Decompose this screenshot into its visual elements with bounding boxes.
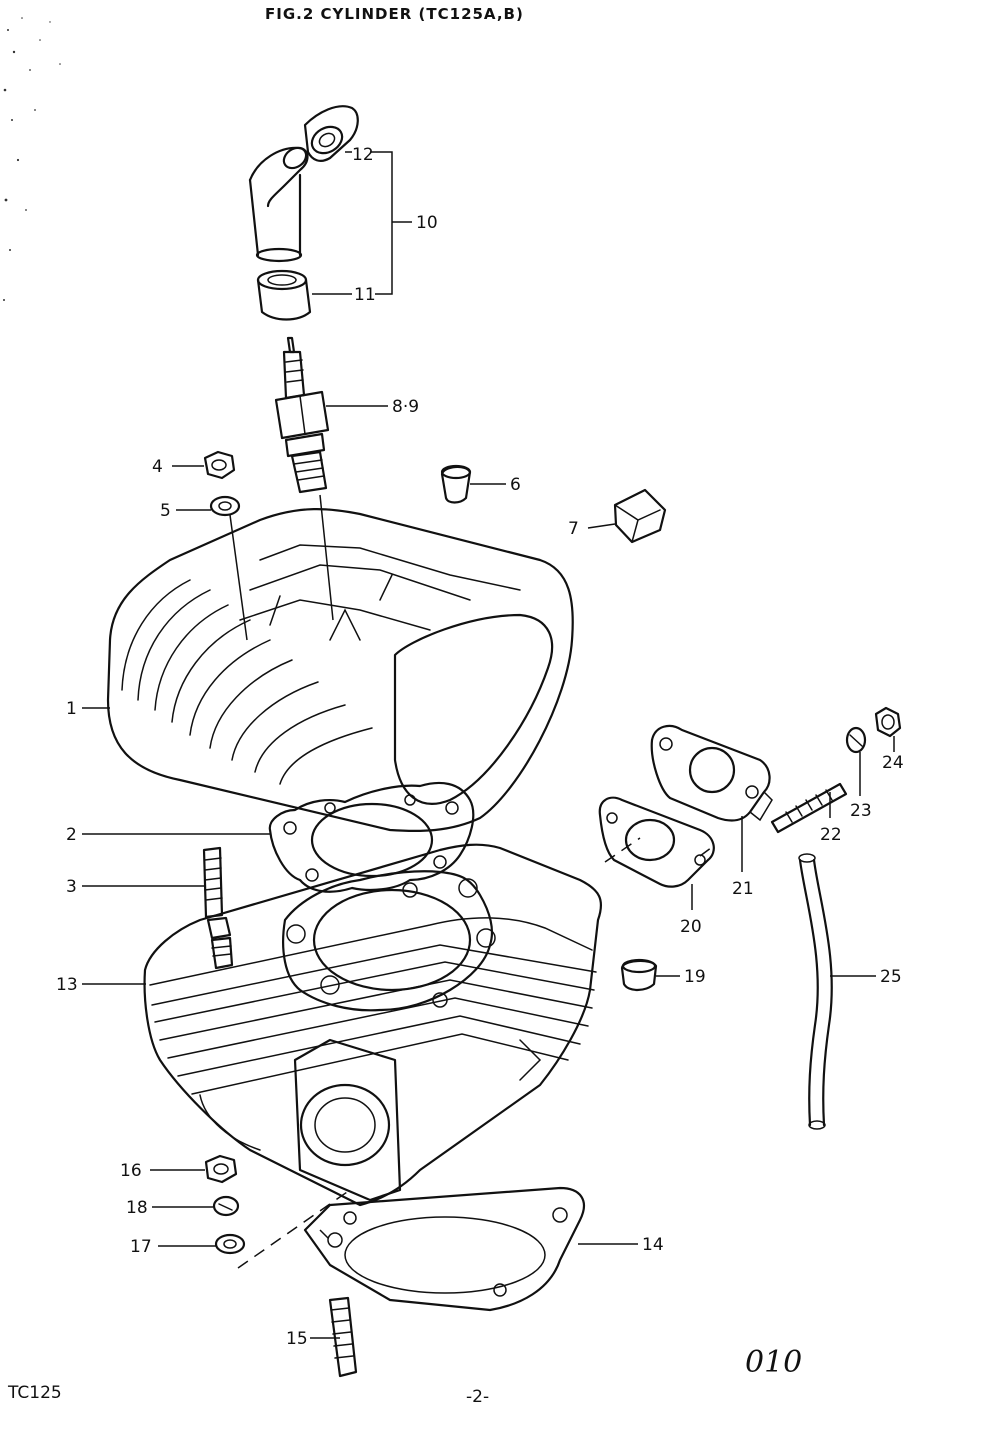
callout-24: 24 (882, 753, 904, 773)
callout-15: 15 (286, 1329, 308, 1349)
callout-7: 7 (568, 519, 579, 539)
intake-spacer-21 (650, 724, 773, 822)
washer-18 (212, 1195, 240, 1217)
cylinder-head (106, 507, 574, 833)
callout-23: 23 (850, 801, 872, 821)
stud-15 (328, 1296, 358, 1378)
callout-16: 16 (120, 1161, 142, 1181)
callout-20: 20 (680, 917, 702, 937)
hose-25 (798, 853, 833, 1130)
nut-16 (204, 1154, 238, 1184)
spark-plug-cap (248, 105, 359, 321)
page-code: 010 (745, 1345, 802, 1380)
callout-19: 19 (684, 967, 706, 987)
cap-6 (440, 464, 472, 504)
intake-gasket-20 (598, 796, 715, 888)
stud-22 (770, 782, 848, 834)
callout-25: 25 (880, 967, 902, 987)
callout-1: 1 (66, 699, 77, 719)
callout-2: 2 (66, 825, 77, 845)
head-gasket (268, 781, 475, 893)
callout-13: 13 (56, 975, 78, 995)
figure-title: FIG.2 CYLINDER (TC125A,B) (265, 5, 524, 23)
callout-12: 12 (352, 145, 374, 165)
callout-11: 11 (354, 285, 376, 305)
base-gasket (303, 1186, 586, 1312)
washer-23 (845, 726, 867, 754)
callout-6: 6 (510, 475, 521, 495)
callout-3: 3 (66, 877, 77, 897)
callout-10: 10 (416, 213, 438, 233)
callout-5: 5 (160, 501, 171, 521)
callout-8-9: 8·9 (392, 397, 419, 417)
cap-19 (620, 958, 658, 992)
leader-lines (82, 151, 895, 1339)
washer-17 (214, 1233, 246, 1255)
spark-plug (274, 336, 330, 494)
scan-noise (3, 17, 61, 301)
callout-labels: 12 10 11 8·9 4 5 6 7 1 2 3 13 19 20 21 2… (56, 145, 904, 1349)
callout-17: 17 (130, 1237, 152, 1257)
nut-24 (874, 706, 902, 738)
callout-22: 22 (820, 825, 842, 845)
page-number: -2- (466, 1387, 489, 1407)
cap-7 (613, 488, 667, 544)
washer-5 (209, 495, 241, 517)
callout-4: 4 (152, 457, 163, 477)
cylinder-body (143, 843, 603, 1207)
callout-18: 18 (126, 1198, 148, 1218)
stud-3 (202, 846, 234, 970)
nut-4 (203, 450, 236, 480)
callout-14: 14 (642, 1235, 664, 1255)
callout-21: 21 (732, 879, 754, 899)
model-label: TC125 (7, 1383, 62, 1403)
